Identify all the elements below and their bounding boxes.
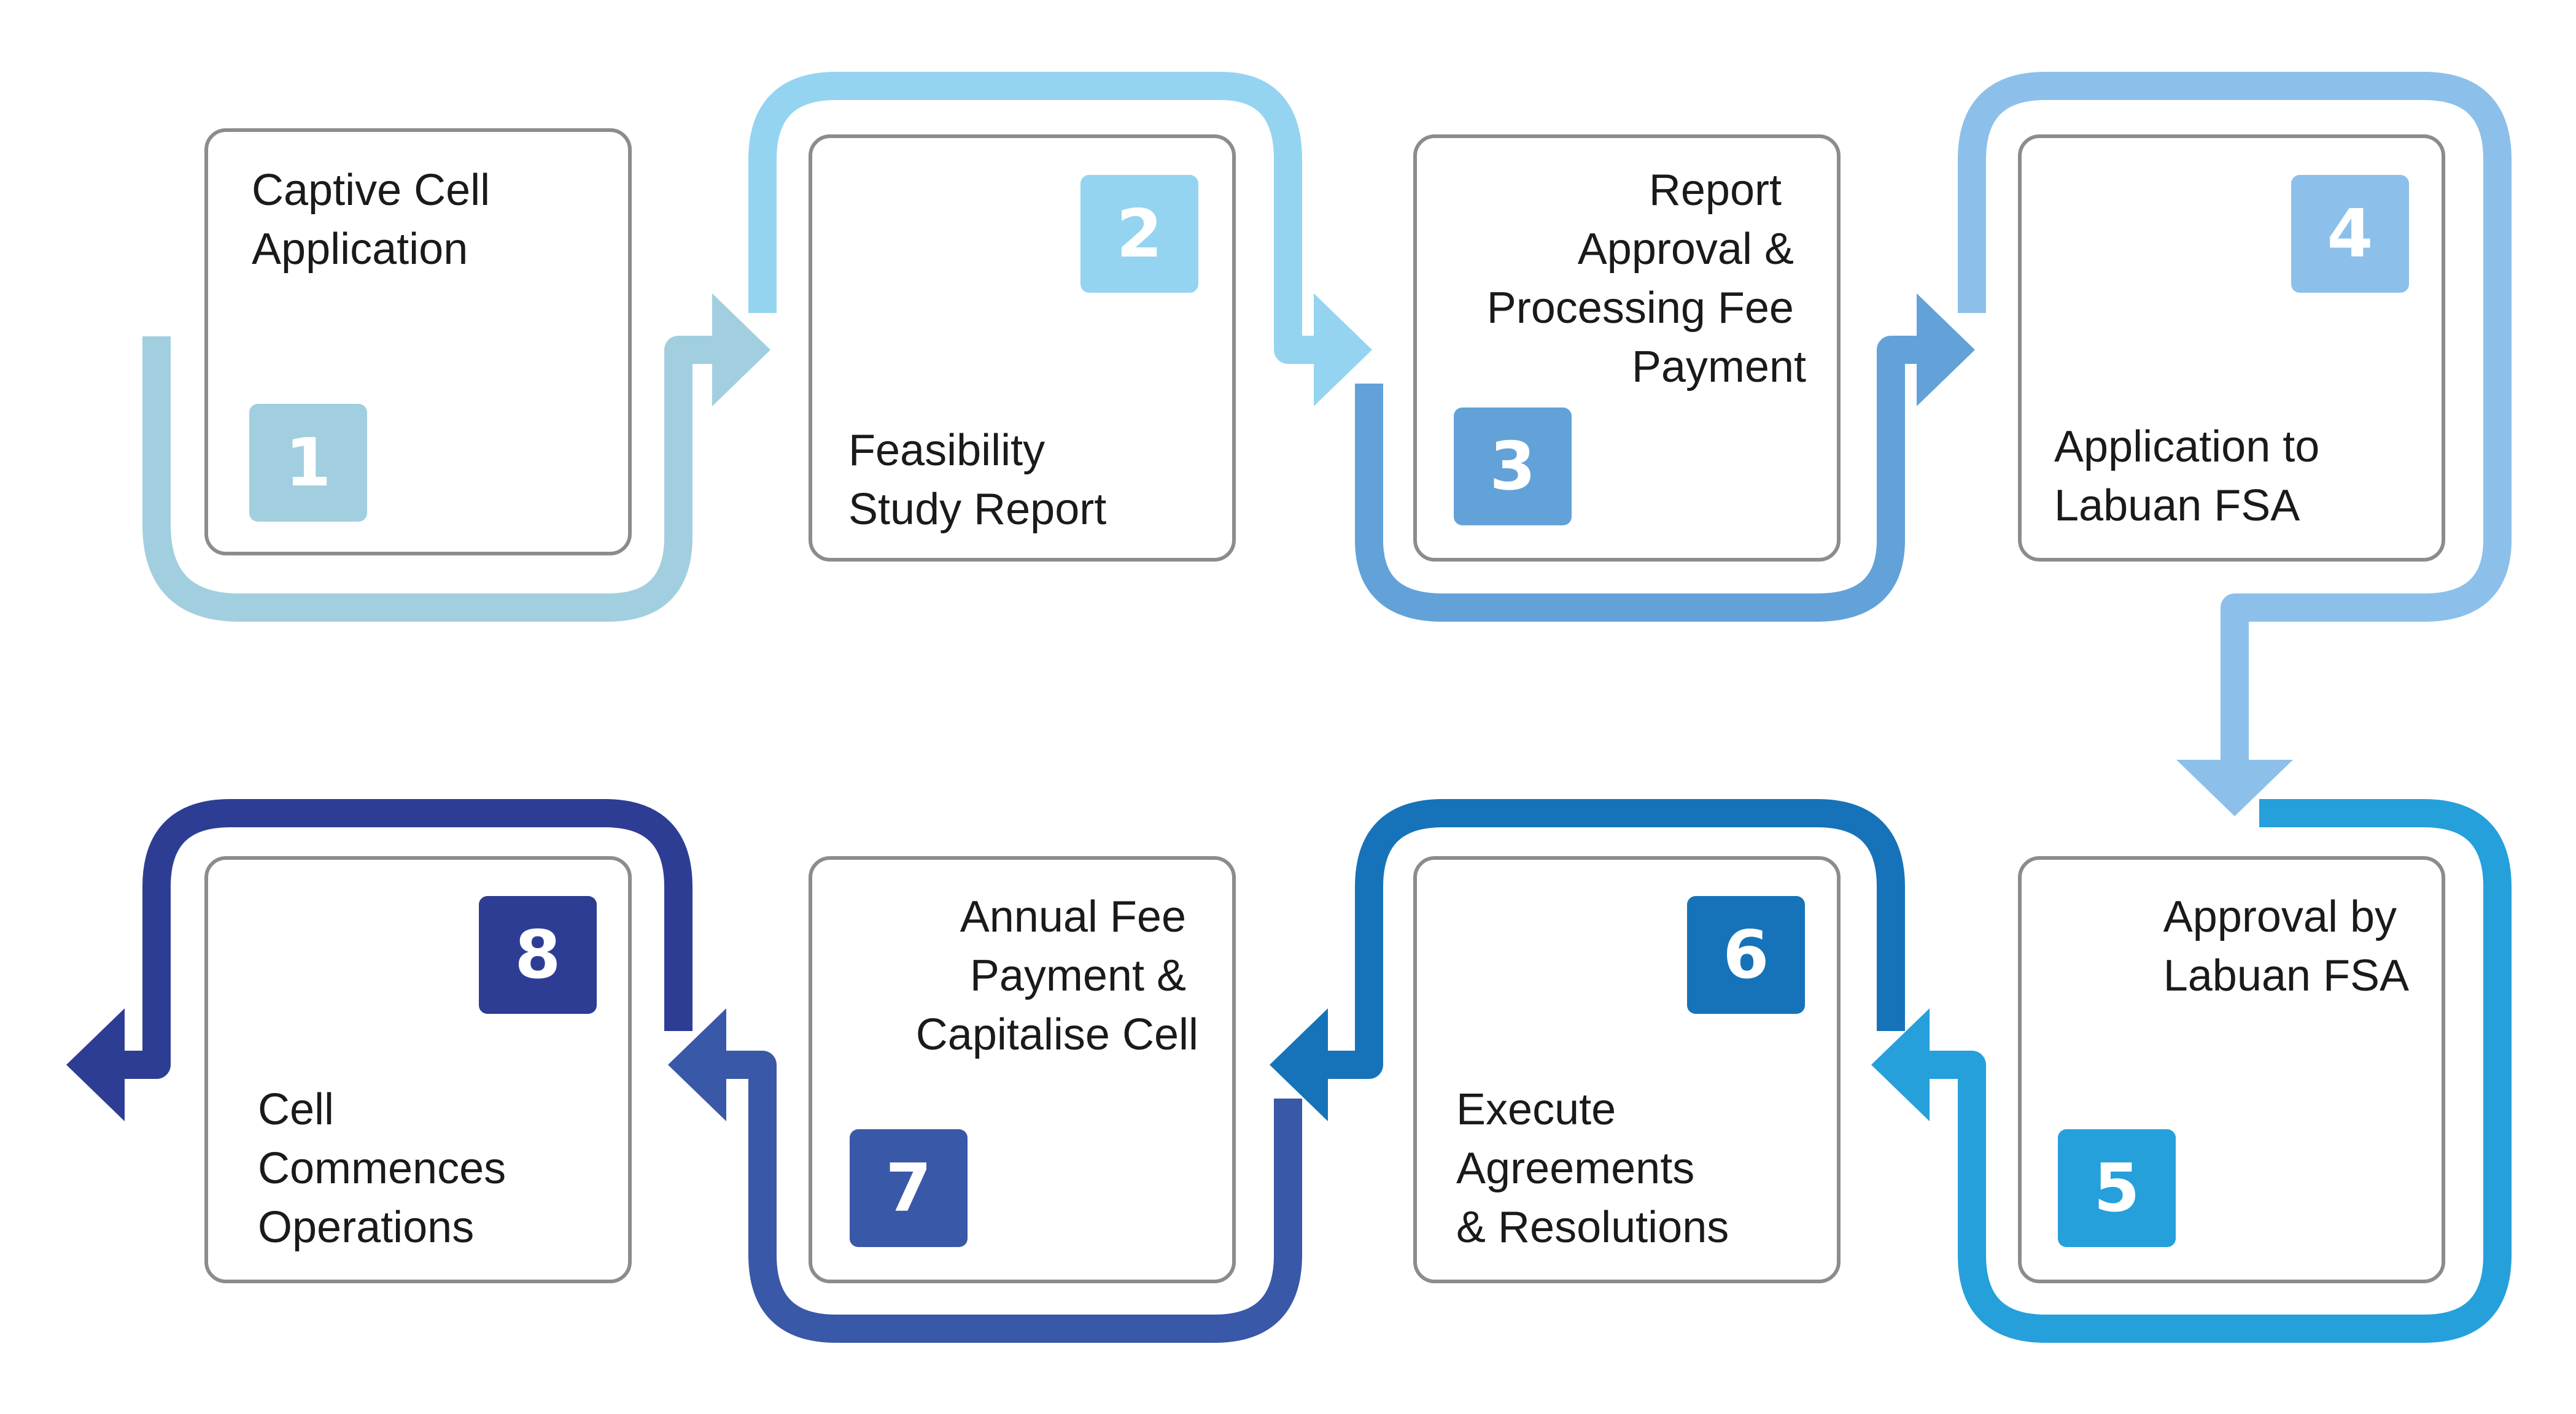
step-number-6: 6 (1723, 917, 1769, 994)
step-badge-7 (850, 1129, 968, 1247)
step-badge-5 (2058, 1129, 2176, 1247)
arrowhead-1 (712, 293, 770, 406)
step-4-line-2: Labuan FSA (2054, 481, 2300, 530)
step-badge-4 (2291, 175, 2409, 293)
step-5-line-1: Approval by (2163, 892, 2397, 941)
arrowhead-4 (2176, 760, 2293, 816)
step-7-line-2: Payment & (970, 951, 1186, 1000)
step-6-line-3: & Resolutions (1456, 1203, 1729, 1252)
step-5-line-2: Labuan FSA (2163, 951, 2409, 1000)
arrowhead-3 (1917, 293, 1975, 406)
step-1-line-2: Application (252, 225, 468, 274)
connector-6 (1320, 799, 1905, 1079)
connector-7 (712, 1051, 1302, 1343)
arrowhead-8 (66, 1008, 125, 1121)
step-number-4: 4 (2327, 196, 2373, 272)
arrowhead-6 (1270, 1008, 1328, 1121)
step-badge-1 (249, 404, 367, 522)
connector-5 (1922, 799, 2512, 1343)
connector-4 (1958, 72, 2512, 764)
step-8-line-2: Commences (258, 1144, 506, 1193)
step-6-line-2: Agreements (1456, 1144, 1694, 1193)
connector-2 (748, 72, 1320, 364)
step-badge-8 (479, 896, 597, 1014)
step-number-5: 5 (2093, 1150, 2140, 1227)
step-7-line-3: Capitalise Cell (916, 1010, 1198, 1059)
step-label-6: Execute Agreements & Resolutions (1456, 1085, 1729, 1252)
connector-8 (117, 799, 692, 1079)
step-badge-6 (1687, 896, 1805, 1014)
step-number-2: 2 (1116, 196, 1162, 272)
step-badge-2 (1080, 175, 1198, 293)
step-label-1: Captive Cell Application (252, 166, 502, 274)
step-8-line-3: Operations (258, 1203, 474, 1252)
step-4-line-1: Application to (2054, 422, 2319, 471)
step-badge-3 (1454, 408, 1572, 525)
step-3-line-1: Report (1649, 166, 1782, 215)
step-label-7: Annual Fee Payment & Capitalise Cell (916, 892, 1198, 1059)
step-2-line-1: Feasibility (848, 426, 1045, 475)
step-label-2: Feasibility Study Report (848, 426, 1106, 534)
step-number-8: 8 (514, 917, 561, 994)
step-label-3: Report Approval & Processing Fee Payment (1487, 166, 1806, 392)
step-number-7: 7 (885, 1150, 931, 1227)
step-number-1: 1 (285, 425, 331, 501)
step-2-line-2: Study Report (848, 485, 1106, 534)
step-6-line-1: Execute (1456, 1085, 1616, 1134)
step-label-5: Approval by Labuan FSA (2163, 892, 2409, 1000)
step-7-line-1: Annual Fee (960, 892, 1186, 941)
step-3-line-3: Processing Fee (1487, 284, 1794, 333)
step-8-line-1: Cell (258, 1085, 334, 1134)
step-3-line-4: Payment (1632, 342, 1806, 392)
step-1-line-1: Captive Cell (252, 166, 490, 215)
step-3-line-2: Approval & (1578, 225, 1794, 274)
connector-1 (142, 336, 718, 622)
step-label-8: Cell Commences Operations (258, 1085, 518, 1252)
arrowhead-5 (1871, 1008, 1930, 1121)
arrowhead-7 (668, 1008, 726, 1121)
connector-3 (1355, 336, 1928, 622)
step-label-4: Application to Labuan FSA (2054, 422, 2332, 530)
arrowhead-2 (1314, 293, 1372, 406)
step-number-3: 3 (1489, 428, 1535, 505)
